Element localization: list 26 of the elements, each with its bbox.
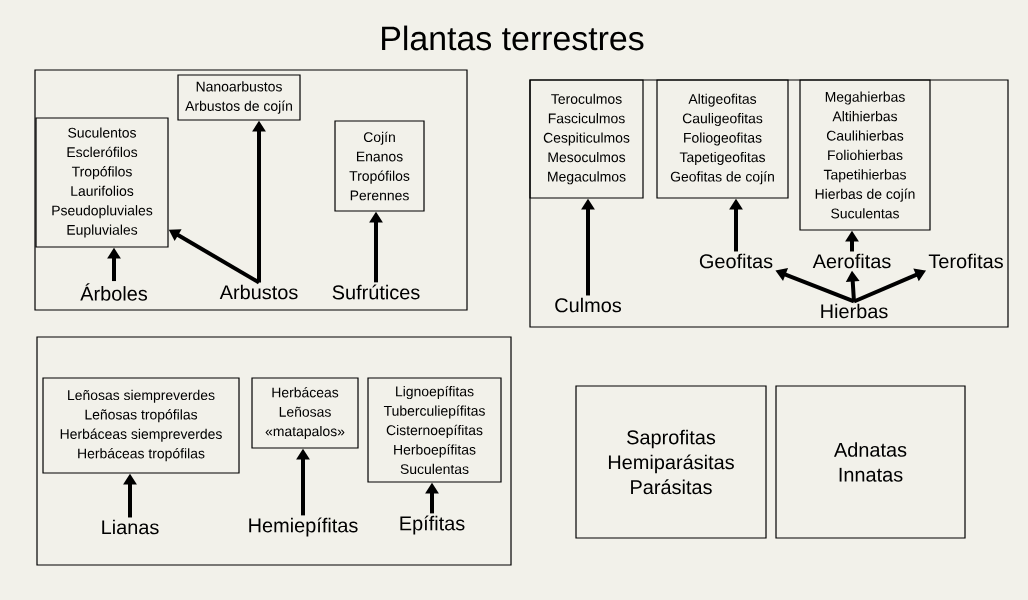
category-box: Altigeofitas Cauligeofitas Foliogeofitas Tapetigeofitas Geofitas de cojín <box>656 79 789 199</box>
category-box: Cojín Enanos Tropófilos Perennes <box>334 120 425 212</box>
group-label: Aerofitas <box>812 253 891 269</box>
category-box: Adnatas Innatas <box>775 385 966 539</box>
group-panel <box>34 69 468 311</box>
category-box: Teroculmos Fasciculmos Cespiticulmos Mesoculmos Megaculmos <box>529 79 644 199</box>
category-box: Leñosas siempreverdes Leñosas tropófilas Herbáceas siempreverdes Herbáceas tropófilas <box>42 377 240 474</box>
group-label: Geofitas <box>699 253 773 269</box>
group-label: Lianas <box>102 519 159 535</box>
category-box: Lignoepífitas Tuberculiepífitas Cisternoepífitas Herboepífitas Suculentas <box>367 377 502 483</box>
group-label: Hierbas <box>821 303 888 319</box>
title: Plantas terrestres <box>382 25 644 51</box>
group-label: Terofitas <box>928 253 1003 269</box>
group-panel <box>529 79 1009 328</box>
group-label: Sufrútices <box>332 284 420 300</box>
group-panel <box>36 336 512 566</box>
category-box: Nanoarbustos Arbustos de cojín <box>177 74 301 121</box>
group-label: Epífitas <box>400 515 465 535</box>
group-label: Culmos <box>555 297 622 313</box>
group-label: Árboles <box>80 283 148 301</box>
group-label: Arbustos <box>219 284 298 300</box>
category-box: Suculentos Esclerófilos Tropófilos Laurifolios Pseudopluviales Eupluviales <box>35 117 169 248</box>
group-label: Hemiepífitas <box>249 517 358 537</box>
category-box: Megahierbas Altihierbas Caulihierbas Foliohierbas Tapetihierbas Hierbas de cojín Suculentas <box>799 79 931 231</box>
category-box: Herbáceas Leñosas «matapalos» <box>251 377 359 449</box>
category-box: Saprofitas Hemiparásitas Parásitas <box>575 385 767 539</box>
